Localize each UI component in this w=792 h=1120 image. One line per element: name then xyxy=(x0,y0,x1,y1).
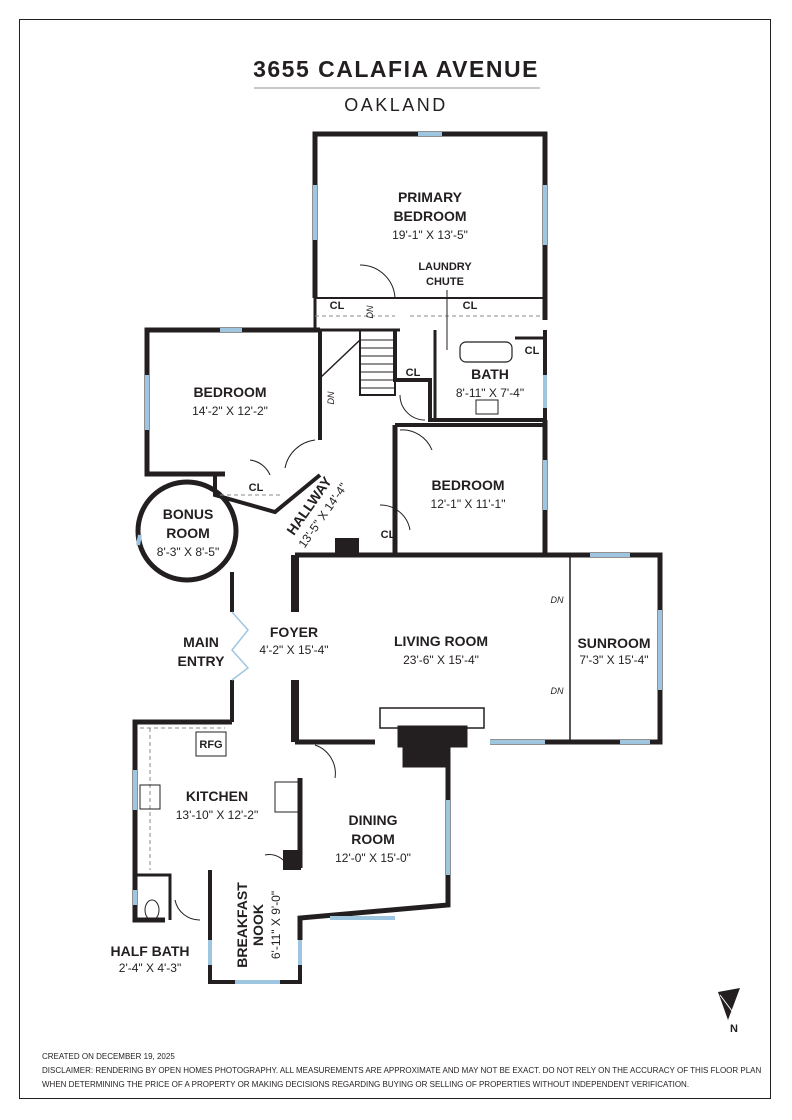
kitchen-dims: 13'-10" X 12'-2" xyxy=(176,808,258,822)
bonus-room-label-1: BONUS xyxy=(163,506,214,522)
breakfast-nook-dims: 6'-11" X 9'-0" xyxy=(269,891,283,959)
fireplace-label: FP xyxy=(424,731,438,743)
breakfast-nook-label-1: BREAKFAST xyxy=(234,882,250,968)
laundry-chute-label-2: CHUTE xyxy=(426,276,464,288)
dining-room-label-1: DINING xyxy=(349,812,398,828)
closet-label-4: CL xyxy=(406,367,421,379)
living-room-label: LIVING ROOM xyxy=(394,633,488,649)
main-entry-label-1: MAIN xyxy=(183,634,219,650)
bedroom-east-label: BEDROOM xyxy=(431,477,504,493)
property-title: 3655 CALAFIA AVENUE xyxy=(253,56,539,82)
half-bath-dims: 2'-4" X 4'-3" xyxy=(119,961,181,975)
cabinet-lines xyxy=(140,315,540,870)
bonus-room-dims: 8'-3" X 8'-5" xyxy=(157,545,219,559)
living-room-dims: 23'-6" X 15'-4" xyxy=(403,653,479,667)
closet-label-3: CL xyxy=(525,345,540,357)
kitchen-sink-icon xyxy=(139,784,161,810)
closet-label-6: CL xyxy=(381,529,396,541)
foyer-label: FOYER xyxy=(270,624,318,640)
property-city: OAKLAND xyxy=(344,95,448,115)
windows xyxy=(133,132,662,984)
closet-label-5: CL xyxy=(249,482,264,494)
closet-label-1: CL xyxy=(330,300,345,312)
door-swings xyxy=(174,264,433,921)
foyer-dims: 4'-2" X 15'-4" xyxy=(259,643,328,657)
refrigerator-icon xyxy=(195,731,227,757)
bonus-room-label-2: ROOM xyxy=(166,525,210,541)
bedroom-east-dims: 12'-1" X 11'-1" xyxy=(431,497,506,511)
down-label-2: DN xyxy=(551,686,564,696)
bath-label: BATH xyxy=(471,366,509,382)
chimney-block xyxy=(335,538,359,556)
primary-bedroom-label-2: BEDROOM xyxy=(393,208,466,224)
north-arrow-icon: N xyxy=(718,988,740,1035)
entry-door xyxy=(231,611,250,681)
toilet-icon xyxy=(144,899,160,921)
sunroom-label: SUNROOM xyxy=(577,635,650,651)
breakfast-nook-label-2: NOOK xyxy=(250,904,266,946)
disclaimer-text: DISCLAIMER: RENDERING BY OPEN HOMES PHOT… xyxy=(42,1066,762,1089)
sink-icon xyxy=(475,399,499,415)
page-frame xyxy=(19,19,771,1099)
bedroom-west-label: BEDROOM xyxy=(193,384,266,400)
sunroom-dims: 7'-3" X 15'-4" xyxy=(579,653,648,667)
closet-label-2: CL xyxy=(463,300,478,312)
stair-down-label-2: DN xyxy=(326,391,336,404)
bath-dims: 8'-11" X 7'-4" xyxy=(456,386,524,400)
bedroom-west-dims: 14'-2" X 12'-2" xyxy=(192,404,268,418)
created-date: CREATED ON DECEMBER 19, 2025 xyxy=(42,1052,175,1061)
laundry-chute-label-1: LAUNDRY xyxy=(418,261,472,273)
kitchen-label: KITCHEN xyxy=(186,788,248,804)
north-label: N xyxy=(730,1023,738,1035)
dining-room-label-2: ROOM xyxy=(351,831,395,847)
half-bath-label: HALF BATH xyxy=(110,943,189,959)
bathtub-icon xyxy=(459,341,513,363)
title-underline xyxy=(254,87,540,89)
dining-room-dims: 12'-0" X 15'-0" xyxy=(335,851,411,865)
stair-treads xyxy=(360,339,395,389)
stove-icon xyxy=(274,781,300,813)
primary-bedroom-dims: 19'-1" X 13'-5" xyxy=(392,228,468,242)
down-label-1: DN xyxy=(551,595,564,605)
refrigerator-label: RFG xyxy=(199,739,222,751)
main-entry-label-2: ENTRY xyxy=(178,653,226,669)
primary-bedroom-label-1: PRIMARY xyxy=(398,189,463,205)
stair-down-label-1: DN xyxy=(365,305,375,318)
